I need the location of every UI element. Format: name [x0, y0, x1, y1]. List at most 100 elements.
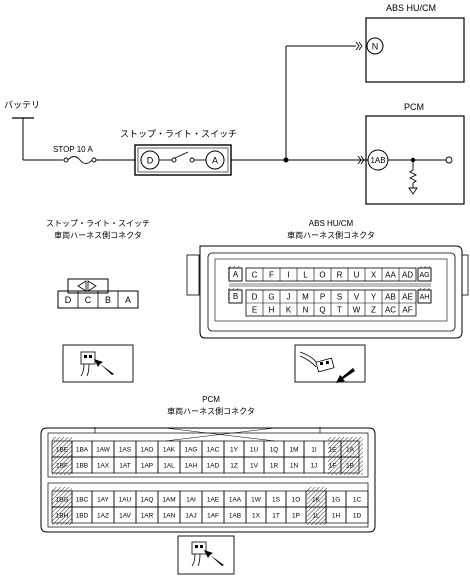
pin-label: AE [402, 293, 413, 302]
abs-connector-title-2: 車両ハーネス側コネクタ [287, 230, 375, 240]
pin-label: 1AI [186, 496, 196, 503]
pin-label: 1E [329, 446, 338, 453]
abs-connector-symbol [355, 41, 363, 51]
pin-label: 1BC [76, 496, 89, 503]
pin-label: 1I [311, 446, 317, 453]
pin-label: 1Y [230, 446, 239, 453]
pin-label: H [269, 306, 275, 315]
switch-terminal-d: D [147, 156, 154, 166]
pin-label: 1BD [76, 512, 89, 519]
pin-label: 1AG [184, 446, 197, 453]
arrow-icon [204, 550, 224, 566]
pin-label: 1A [346, 446, 355, 453]
pin-label: 1M [289, 446, 298, 453]
battery-label: バッテリ [4, 100, 40, 110]
pin-label: 1AA [229, 496, 242, 503]
switch-view-illustration [62, 344, 134, 383]
pcm-connector-symbol [357, 155, 365, 165]
pin-label: 1AS [119, 446, 132, 453]
pin-label: Z [371, 306, 376, 315]
pin-label: N [303, 306, 309, 315]
pin-label: 1AK [163, 446, 176, 453]
pin-label: 1S [272, 496, 281, 503]
pin-label: F [269, 271, 274, 280]
pin-cell [228, 289, 243, 304]
pcm-connector-title-1: PCM [202, 395, 220, 404]
pin-label: G [268, 293, 274, 302]
pcm-module: 1AB [357, 115, 465, 205]
pin-label: 1O [292, 496, 301, 503]
fuse-label: STOP 10 A [53, 145, 93, 154]
circuit-diagram: バッテリ STOP 10 A ストップ・ライト・スイッチ D A [4, 3, 465, 205]
pin-label: 1L [312, 512, 320, 519]
fuse-symbol [63, 156, 97, 164]
switch-pin-b: B [105, 295, 111, 305]
pin-label: 1AH [185, 462, 198, 469]
pin-label: W [353, 306, 361, 315]
pin-label: 1AZ [97, 512, 109, 519]
pin-label: K [286, 306, 292, 315]
pin-cell [417, 289, 432, 304]
pcm-terminal-1ab: 1AB [370, 156, 385, 165]
pin-label: 1F [329, 462, 337, 469]
pin-label: 1K [312, 496, 321, 503]
stop-light-switch: D A [134, 144, 232, 176]
pcm-connector-face [40, 427, 376, 533]
abs-view-illustration [294, 344, 366, 383]
ground-symbol [408, 187, 418, 195]
pin-label: AA [385, 271, 396, 280]
pin-label: 1U [250, 446, 259, 453]
pin-label: 1AR [141, 512, 154, 519]
pcm-title: PCM [404, 102, 424, 112]
pin-label: T [337, 306, 342, 315]
pin-label: 1H [332, 512, 341, 519]
pin-label: J [287, 293, 291, 302]
pin-label: 1AE [207, 496, 220, 503]
pin-label: 1Z [230, 462, 238, 469]
pin-label: 1AJ [185, 512, 196, 519]
pin-label: 1BH [56, 512, 69, 519]
pin-label: 1X [252, 512, 261, 519]
switch-connector-view: ストップ・ライト・スイッチ 車両ハーネス側コネクタ D C B A [46, 219, 150, 383]
pin-label: 1AB [229, 512, 241, 519]
pin-label: B [233, 292, 238, 301]
abs-terminal-n: N [372, 42, 379, 52]
pin-cell [345, 506, 369, 524]
switch-pin-c: C [85, 295, 92, 305]
pin-label: 1AO [140, 446, 153, 453]
switch-connector-face [57, 278, 139, 309]
pin-label: 1N [290, 462, 299, 469]
switch-pin-d: D [65, 295, 72, 305]
pin-cell [340, 456, 360, 474]
pin-label: C [252, 271, 258, 280]
abs-connector-face [186, 245, 469, 339]
arrow-icon [94, 359, 114, 375]
pin-label: 1BG [55, 496, 68, 503]
pin-label: A [233, 270, 239, 279]
pin-label: AC [385, 306, 396, 315]
pin-label: D [252, 293, 258, 302]
pin-label: 1AY [97, 496, 109, 503]
pin-label: 1AM [162, 496, 175, 503]
pin-label: S [337, 293, 342, 302]
pin-label: 1G [332, 496, 341, 503]
pin-label: U [354, 271, 360, 280]
switch-connector-title-1: ストップ・ライト・スイッチ [46, 219, 150, 228]
pin-label: 1BB [76, 462, 88, 469]
pin-label: 1AV [119, 512, 131, 519]
pin-label: V [354, 293, 360, 302]
switch-pin-a: A [125, 295, 131, 305]
pcm-resistor [408, 169, 418, 184]
pin-label: Q [319, 306, 325, 315]
pin-label: 1D [353, 512, 362, 519]
pcm-connector-title-2: 車両ハーネス側コネクタ [167, 406, 255, 416]
switch-connector-title-2: 車両ハーネス側コネクタ [54, 230, 142, 240]
